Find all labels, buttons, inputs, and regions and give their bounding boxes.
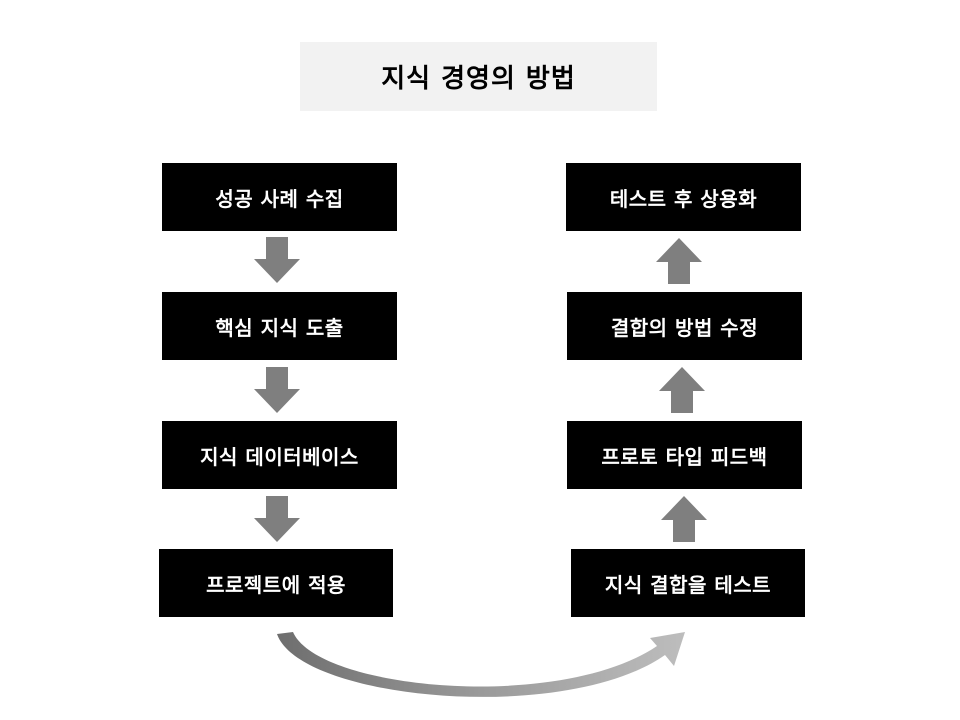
up-arrow-icon — [656, 238, 702, 284]
down-arrow-icon — [254, 496, 300, 542]
step-knowledge-database: 지식 데이터베이스 — [162, 421, 397, 489]
step-revise-combination-method: 결합의 방법 수정 — [567, 292, 802, 360]
step-test-then-commercialize: 테스트 후 상용화 — [566, 163, 801, 231]
step-collect-success-cases: 성공 사례 수집 — [162, 163, 397, 231]
diagram-title: 지식 경영의 방법 — [300, 42, 657, 111]
down-arrow-icon — [254, 367, 300, 413]
step-prototype-feedback: 프로토 타입 피드백 — [567, 421, 802, 489]
up-arrow-icon — [661, 496, 707, 542]
down-arrow-icon — [254, 237, 300, 283]
step-derive-core-knowledge: 핵심 지식 도출 — [162, 292, 397, 360]
step-test-knowledge-combination: 지식 결합을 테스트 — [571, 549, 805, 617]
up-arrow-icon — [659, 367, 705, 413]
step-apply-to-project: 프로젝트에 적용 — [159, 549, 393, 617]
